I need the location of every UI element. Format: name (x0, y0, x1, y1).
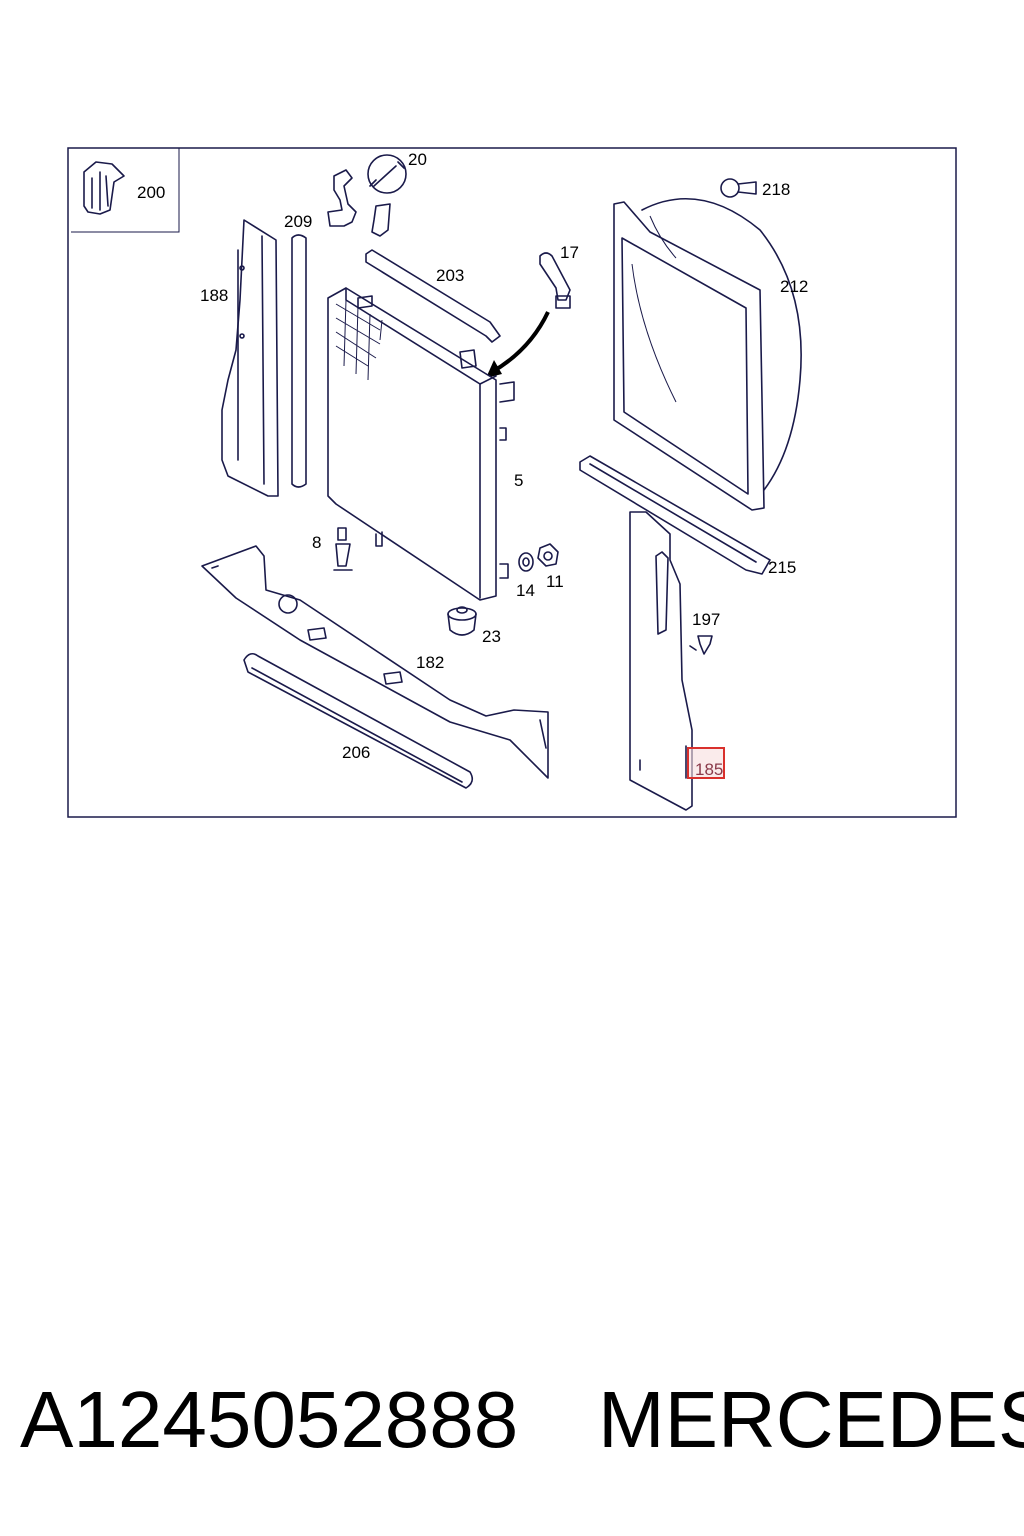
callout-218[interactable]: 218 (762, 180, 790, 199)
footer: A1245052888 MERCEDES (0, 1370, 1024, 1470)
panel-185 (629, 511, 693, 811)
callout-8[interactable]: 8 (312, 533, 321, 552)
seal-206 (243, 652, 474, 789)
callout-209[interactable]: 209 (284, 212, 312, 231)
clip-20 (327, 169, 391, 237)
callout-215[interactable]: 215 (768, 558, 796, 577)
fastener-8 (333, 527, 353, 571)
wrench-icon (367, 154, 407, 194)
shroud-212 (613, 198, 802, 511)
inset-box (71, 148, 180, 233)
radiator-5 (327, 287, 515, 601)
callout-200[interactable]: 200 (137, 183, 165, 202)
callout-20[interactable]: 20 (408, 150, 427, 169)
brand-name: MERCEDES (598, 1375, 1024, 1464)
callout-197[interactable]: 197 (692, 610, 720, 629)
callout-14[interactable]: 14 (516, 581, 535, 600)
bracket-188 (221, 219, 279, 497)
part-number: A1245052888 (20, 1375, 519, 1464)
callout-203[interactable]: 203 (436, 266, 464, 285)
diagram-frame (67, 147, 957, 818)
clip-218 (720, 178, 757, 198)
callout-188[interactable]: 188 (200, 286, 228, 305)
callout-23[interactable]: 23 (482, 627, 501, 646)
strip-203 (365, 249, 501, 343)
arrow-head (486, 360, 502, 378)
callout-182[interactable]: 182 (416, 653, 444, 672)
clip-icon (83, 161, 125, 215)
highlight-box (687, 747, 725, 779)
rail-215 (579, 455, 771, 575)
callout-11[interactable]: 11 (546, 572, 564, 591)
callout-185[interactable]: 185 (695, 760, 723, 779)
fitting-17 (539, 252, 571, 309)
nut-11 (537, 543, 559, 567)
callout-212[interactable]: 212 (780, 277, 808, 296)
grommet-23 (447, 606, 477, 636)
callout-206[interactable]: 206 (342, 743, 370, 762)
rod-209 (291, 234, 307, 488)
washer-14 (518, 552, 534, 572)
clip-197 (689, 635, 713, 655)
callout-17[interactable]: 17 (560, 243, 579, 262)
crossmember-182 (201, 545, 549, 779)
callout-5[interactable]: 5 (514, 471, 523, 490)
arrow-to-radiator (490, 311, 550, 374)
